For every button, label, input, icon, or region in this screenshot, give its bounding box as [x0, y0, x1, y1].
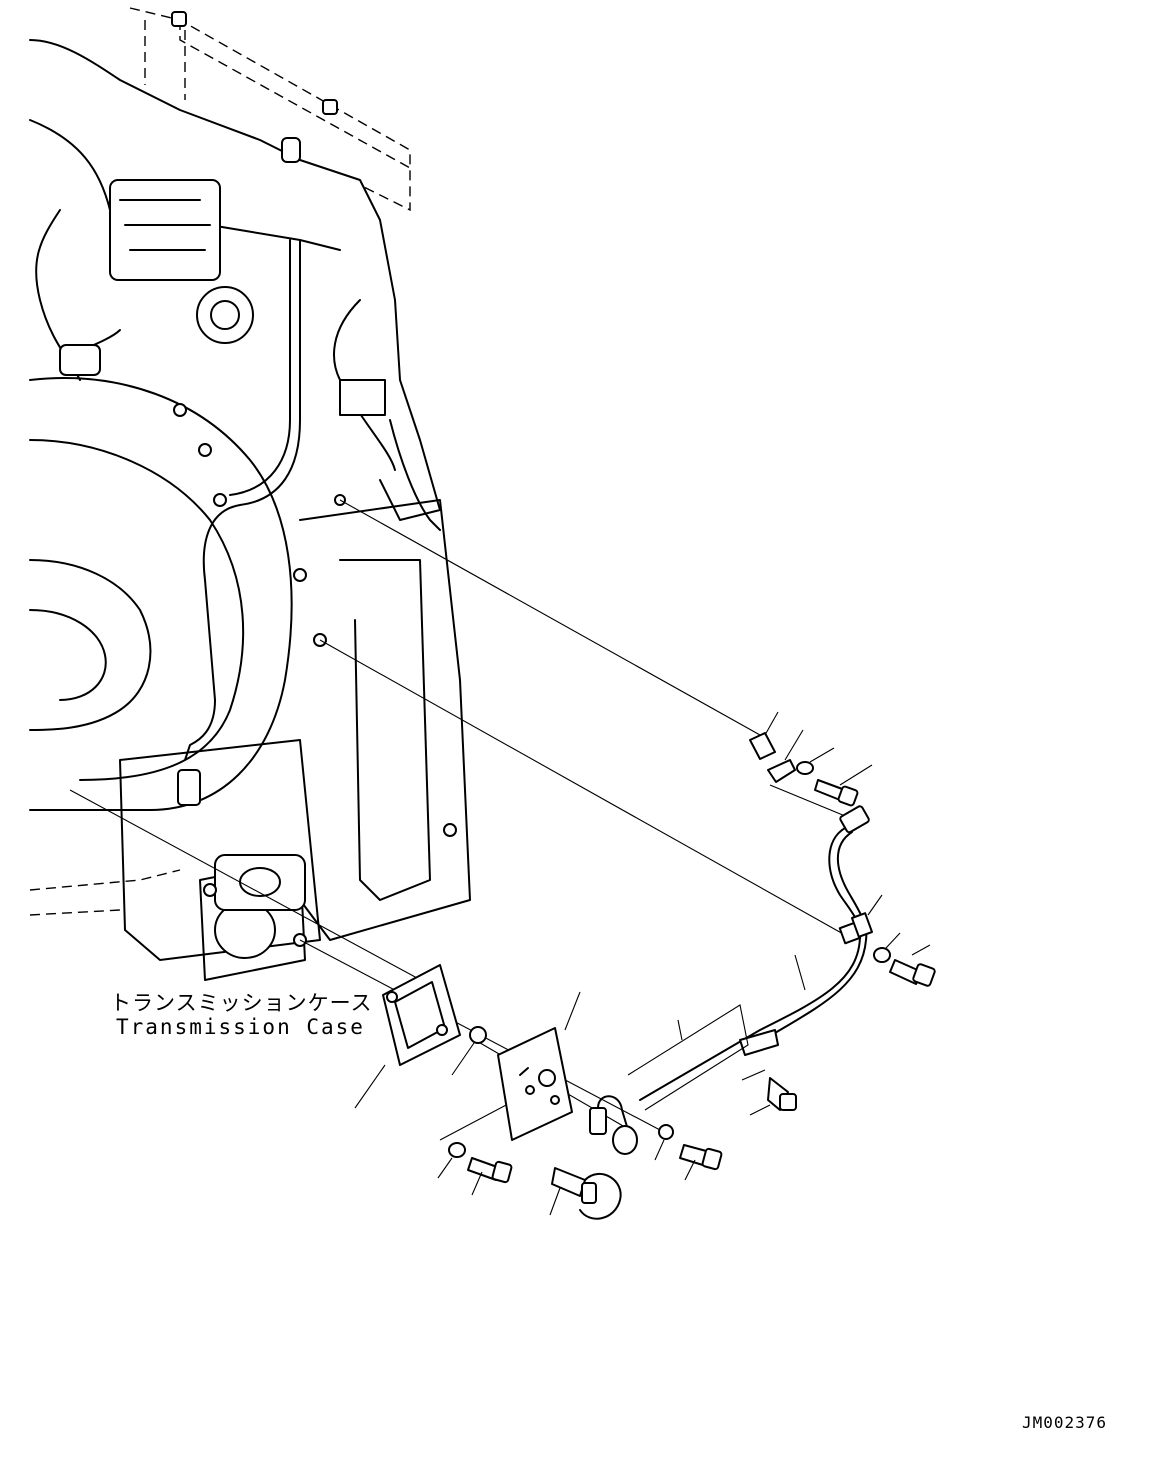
cover-plate-icon [497, 991, 581, 1141]
component-label-english: Transmission Case [116, 1015, 365, 1039]
bolt-icon [814, 764, 873, 807]
clip-icon [767, 729, 804, 783]
engine-transmission-assembly-icon [29, 7, 471, 981]
washer-icon [796, 747, 835, 775]
bolt-icon [741, 1069, 797, 1116]
speed-sensor-icon [549, 1095, 638, 1220]
washer-icon [654, 1124, 674, 1161]
drawing-id-label: JM002376 [1022, 1413, 1108, 1432]
bolt-icon [889, 944, 936, 987]
component-label-japanese: トランスミッションケース [110, 991, 373, 1015]
bolt-icon [679, 1144, 723, 1181]
bolt-icon [467, 1157, 513, 1196]
gasket-icon [354, 964, 461, 1109]
washer-icon [437, 1142, 466, 1179]
assembly-leader-lines [69, 499, 851, 1141]
bushing-icon [749, 711, 779, 760]
washer-icon [451, 1026, 487, 1076]
wire-harness-icon [627, 805, 883, 1111]
washer-icon [873, 932, 901, 963]
